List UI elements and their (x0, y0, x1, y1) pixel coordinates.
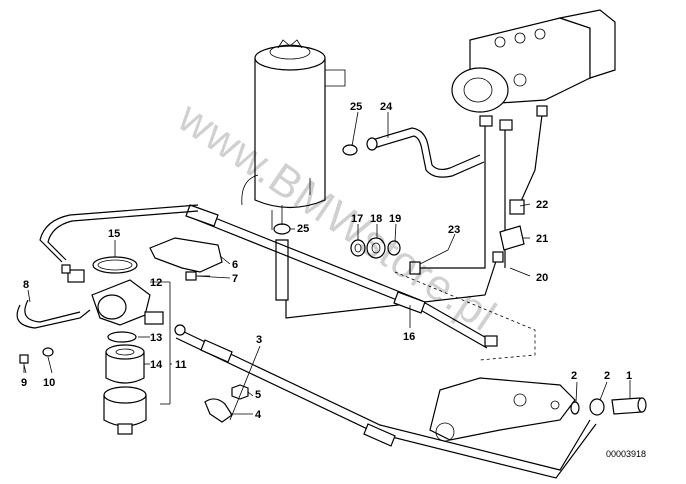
filter-element (105, 344, 145, 384)
fitting-12 (61, 264, 85, 283)
o-ring-13 (107, 331, 137, 343)
callout-12: 12 (150, 277, 162, 289)
callout-11: 11 (175, 359, 187, 371)
callout-23: 23 (448, 224, 460, 236)
callout-4: 4 (255, 409, 262, 421)
hose-clamp-top (342, 144, 358, 156)
callout-15: 15 (108, 228, 120, 240)
fitting-right (144, 311, 164, 325)
callout-13: 13 (150, 332, 162, 344)
callout-22: 22 (536, 199, 548, 211)
callout-19: 19 (389, 213, 401, 225)
leader-lines (23, 111, 631, 421)
screw-9 (19, 354, 29, 373)
callout-25a: 25 (350, 101, 362, 113)
callout-25b: 25 (297, 223, 309, 235)
seal-ring-set (350, 237, 401, 259)
callout-labels: 1 2 2 3 4 5 6 7 8 9 10 11 12 13 14 15 16… (21, 101, 632, 421)
callout-2b: 2 (604, 370, 610, 382)
callout-2a: 2 (571, 370, 577, 382)
callout-24: 24 (380, 101, 393, 113)
return-pipe (271, 205, 291, 301)
pressure-lines (285, 105, 548, 319)
callout-16: 16 (403, 331, 415, 343)
callout-17: 17 (351, 213, 363, 225)
filter-housing (91, 279, 151, 326)
washer-10 (42, 347, 54, 357)
nut-5 (231, 384, 249, 400)
bracket-6 (149, 237, 223, 273)
callout-5: 5 (255, 389, 261, 401)
mounting-strap (16, 299, 91, 329)
steering-gear (429, 377, 576, 442)
fluid-reservoir (241, 39, 346, 209)
callout-8: 8 (23, 279, 29, 291)
callout-9: 9 (21, 377, 27, 389)
callout-10: 10 (43, 377, 55, 389)
callout-14: 14 (150, 359, 163, 371)
steel-line-left (39, 204, 199, 263)
long-hose-lower (174, 324, 597, 479)
suction-hose (366, 127, 485, 178)
callout-21: 21 (536, 233, 548, 245)
callout-1: 1 (626, 370, 632, 382)
long-hose-upper (185, 204, 498, 349)
callout-20: 20 (536, 272, 548, 284)
callout-6: 6 (232, 259, 238, 271)
diagram-reference-number: 00003918 (606, 449, 646, 459)
o-ring-15 (92, 256, 138, 274)
reference-outline (394, 271, 536, 361)
callout-3: 3 (256, 334, 262, 346)
callout-18: 18 (370, 213, 382, 225)
hydraulic-unit (451, 9, 616, 113)
watermark-text: www.BMWstore.pl (169, 92, 506, 341)
filter-bowl (103, 386, 147, 435)
sealing-washers (570, 398, 605, 416)
banjo-bolt (611, 397, 647, 415)
hose-clip-4 (204, 398, 233, 423)
callout-7: 7 (232, 273, 238, 285)
